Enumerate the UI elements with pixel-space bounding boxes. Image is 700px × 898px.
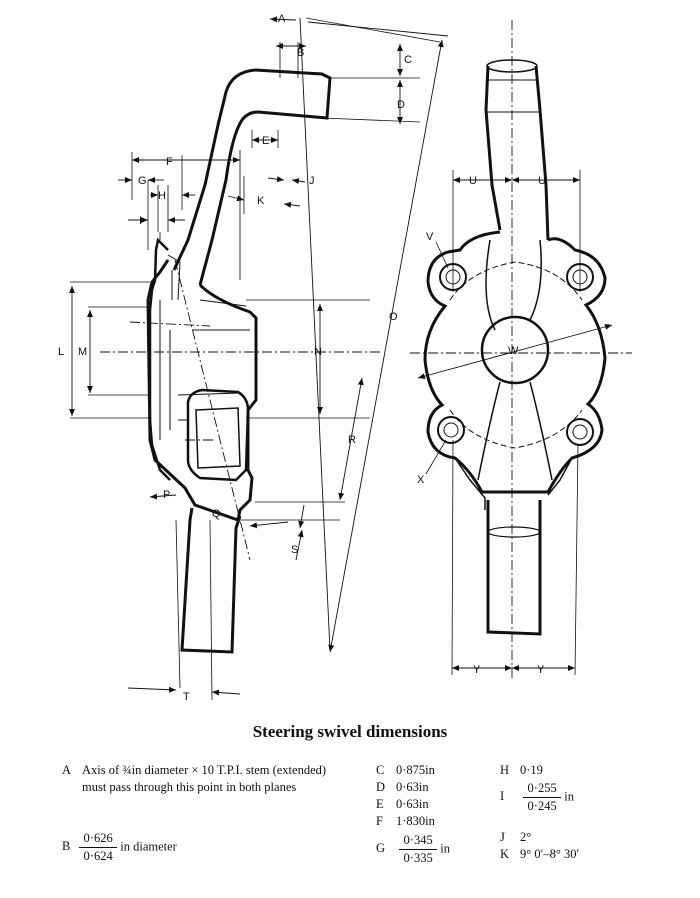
label-e: E — [262, 135, 269, 147]
legend-item-e: E 0·63in — [376, 796, 429, 813]
legend-key-b: B — [62, 839, 71, 854]
steering-swivel-drawing: A B C D E F G H I J K L M N O P Q R S T … — [58, 13, 632, 703]
side-view-top-arm — [198, 68, 332, 286]
fraction-i: 0·255 0·245 — [523, 781, 562, 813]
side-view-left-boss — [148, 237, 171, 481]
fraction-i-lower: 0·245 — [527, 799, 557, 813]
side-view-pocket — [186, 388, 250, 482]
legend-item-k: K 9° 0′–8° 30′ — [500, 846, 579, 863]
hole-bottom-left — [437, 416, 465, 444]
label-r: R — [348, 434, 356, 446]
side-view-top-arm-inner — [172, 68, 256, 271]
label-u-right: U — [538, 175, 546, 187]
legend-item-j: J 2° — [500, 829, 531, 846]
legend-key-a: A — [62, 763, 72, 777]
fraction-b-lower: 0·624 — [83, 849, 113, 863]
label-a: A — [278, 13, 286, 25]
label-g: G — [138, 175, 147, 187]
label-h: H — [158, 190, 166, 202]
label-j: J — [309, 175, 315, 187]
label-v: V — [426, 231, 434, 243]
label-f: F — [166, 156, 173, 168]
label-s: S — [291, 544, 298, 556]
label-y-left: Y — [473, 664, 481, 676]
label-c: C — [404, 54, 412, 66]
hole-bottom-right — [566, 418, 594, 446]
fraction-b-upper: 0·626 — [83, 831, 113, 845]
label-p: P — [163, 489, 170, 501]
legend-item-f: F 1·830in — [376, 813, 435, 830]
legend-text-f: 1·830in — [396, 814, 435, 828]
label-w: W — [508, 345, 519, 357]
front-view-bottom-stem — [486, 500, 542, 636]
side-view — [69, 16, 449, 701]
legend-key-d: D — [376, 780, 386, 794]
front-view — [410, 20, 632, 680]
legend-item-g: G 0·345 0·335 in — [376, 834, 450, 865]
legend-key-f: F — [376, 814, 383, 828]
legend-key-h: H — [500, 763, 510, 777]
side-view-stem — [180, 507, 242, 654]
fraction-b-bar — [79, 847, 118, 848]
dimension-labels: A B C D E F G H I J K L M N O P Q R S T … — [58, 13, 546, 703]
legend-suffix-g: in — [440, 841, 450, 856]
legend-key-e: E — [376, 797, 384, 811]
legend-item-c: C 0·875in — [376, 762, 435, 779]
legend-text-c: 0·875in — [396, 763, 435, 777]
legend-item-a: A Axis of ¾in diameter × 10 T.P.I. stem … — [62, 762, 342, 796]
legend-key-c: C — [376, 763, 385, 777]
label-t: T — [183, 691, 190, 703]
label-m: M — [78, 346, 87, 358]
label-q: Q — [212, 508, 221, 520]
figure-caption: Steering swivel dimensions — [252, 722, 448, 741]
label-l: L — [58, 346, 64, 358]
legend-suffix-b: in diameter — [120, 839, 177, 854]
fraction-b: 0·626 0·624 — [79, 831, 118, 863]
legend-text-d: 0·63in — [396, 780, 429, 794]
fraction-i-upper: 0·255 — [527, 781, 557, 795]
label-n: N — [314, 346, 322, 358]
legend-text-k: 9° 0′–8° 30′ — [520, 847, 580, 861]
legend-key-g: G — [376, 841, 386, 856]
label-u-left: U — [469, 175, 477, 187]
label-b: B — [297, 47, 304, 59]
legend-key-i: I — [500, 789, 505, 804]
legend-text-h: 0·19 — [520, 763, 543, 777]
fraction-g: 0·345 0·335 — [399, 833, 438, 865]
fraction-i-bar — [523, 797, 562, 798]
front-view-top-stem — [484, 65, 550, 241]
legend-item-d: D 0·63in — [376, 779, 429, 796]
front-view-body — [423, 230, 607, 494]
legend-key-j: J — [500, 830, 505, 844]
legend-text-e: 0·63in — [396, 797, 429, 811]
label-o: O — [389, 311, 398, 323]
legend-text-j: 2° — [520, 830, 532, 844]
fraction-g-bar — [399, 849, 438, 850]
label-i: I — [139, 215, 142, 227]
label-y-right: Y — [537, 664, 545, 676]
legend-item-h: H 0·19 — [500, 762, 543, 779]
legend-suffix-i: in — [564, 789, 574, 804]
legend-text-a: Axis of ¾in diameter × 10 T.P.I. stem (e… — [82, 763, 327, 794]
legend-key-k: K — [500, 847, 510, 861]
legend-item-i: I 0·255 0·245 in — [500, 782, 574, 813]
label-x: X — [417, 474, 425, 486]
fraction-g-lower: 0·335 — [403, 851, 433, 865]
label-d: D — [397, 99, 405, 111]
legend-item-b: B 0·626 0·624 in diameter — [62, 832, 177, 863]
fraction-g-upper: 0·345 — [403, 833, 433, 847]
label-k: K — [257, 195, 265, 207]
